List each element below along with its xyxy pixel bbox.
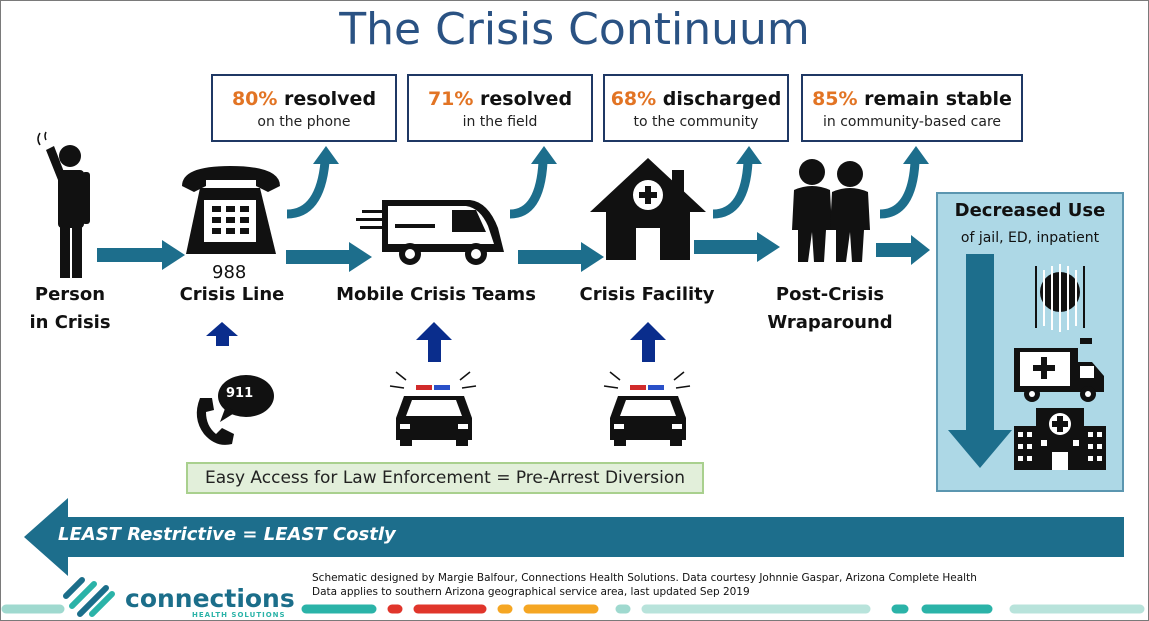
two-people-icon <box>792 159 870 262</box>
diversion-banner: Easy Access for Law Enforcement = Pre-Ar… <box>186 462 704 494</box>
footer-note: Data applies to southern Arizona geograp… <box>312 586 750 598</box>
decrease-down-arrow <box>948 254 1012 468</box>
logo-tagline: HEALTH SOLUTIONS <box>192 611 286 619</box>
stat-percent: 85% <box>812 88 858 110</box>
decreased-use-subtitle: of jail, ED, inpatient <box>960 230 1100 246</box>
hospital-icon <box>1014 408 1106 470</box>
stage-label: Post-Crisis <box>775 284 885 305</box>
stage-person-in-crisis: Person in Crisis <box>18 281 122 337</box>
stat-sub: on the phone <box>257 114 351 130</box>
phone-911-icon <box>196 375 274 445</box>
stage-post-crisis: Post-Crisis Wraparound <box>756 281 904 337</box>
police-car-icon <box>603 371 691 446</box>
stat-box-mobile: 71% resolved in the field <box>407 74 593 142</box>
stage-crisis-line: Crisis Line <box>179 284 285 305</box>
page-title: The Crisis Continuum <box>339 4 810 55</box>
stat-sub: in community-based care <box>822 114 1001 130</box>
stat-box-crisis-line: 80% resolved on the phone <box>211 74 397 142</box>
logo-wordmark: connections <box>125 584 295 613</box>
stat-label: discharged <box>656 88 782 110</box>
person-waving-icon <box>37 131 90 278</box>
police-car-icon <box>389 371 477 446</box>
stat-box-post-crisis: 85% remain stable in community-based car… <box>801 74 1023 142</box>
emergency-number: 911 <box>226 386 254 401</box>
least-restrictive-label: LEAST Restrictive = LEAST Costly <box>58 524 396 545</box>
facility-house-icon <box>590 158 706 260</box>
stage-crisis-facility: Crisis Facility <box>579 284 715 305</box>
stage-label: Person <box>34 284 106 305</box>
crisis-line-number: 988 <box>212 262 247 283</box>
van-icon <box>356 200 504 265</box>
jail-icon <box>1035 264 1085 332</box>
logo-mark-icon <box>63 577 115 617</box>
decreased-use-title: Decreased Use <box>954 200 1106 221</box>
stat-percent: 71% <box>427 88 474 110</box>
up-arrows <box>206 322 666 362</box>
flow-arrows <box>97 232 930 272</box>
stage-label: Wraparound <box>767 312 893 333</box>
ambulance-icon <box>1014 338 1104 402</box>
stage-mobile-crisis-teams: Mobile Crisis Teams <box>336 284 536 305</box>
stat-box-facility: 68% discharged to the community <box>603 74 789 142</box>
stat-label: resolved <box>473 88 573 110</box>
footer-credit: Schematic designed by Margie Balfour, Co… <box>312 572 977 584</box>
stat-label: remain stable <box>857 88 1012 110</box>
stat-sub: in the field <box>462 114 538 130</box>
curved-arrow-heads <box>313 146 929 164</box>
phone-icon <box>182 166 280 254</box>
stat-sub: to the community <box>633 114 759 130</box>
curved-arrows <box>286 161 920 219</box>
stat-percent: 68% <box>610 88 657 110</box>
stage-label: in Crisis <box>29 312 111 333</box>
stat-percent: 80% <box>231 88 278 110</box>
least-restrictive-arrow <box>24 498 1124 576</box>
stat-label: resolved <box>277 88 377 110</box>
